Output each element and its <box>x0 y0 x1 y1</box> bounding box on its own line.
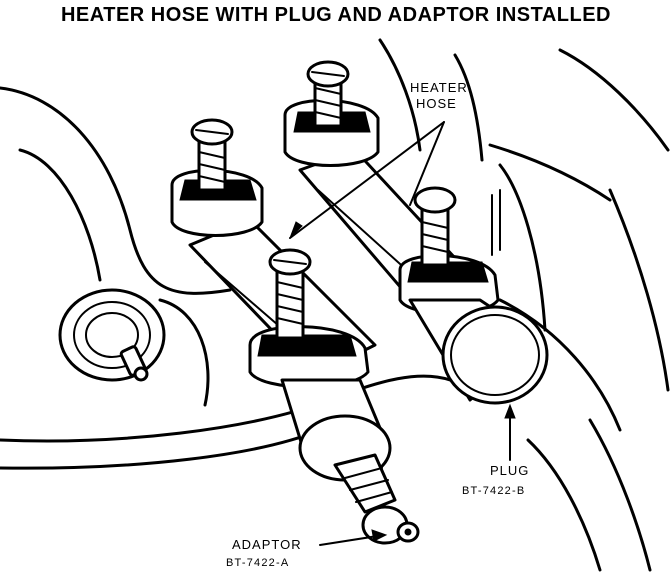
leader-lines <box>289 121 516 546</box>
diagram-title: HEATER HOSE WITH PLUG AND ADAPTOR INSTAL… <box>60 4 611 26</box>
adaptor-fitting <box>248 248 420 545</box>
hose-clamp-top-left <box>170 118 264 237</box>
heater-hose-label-line2: HOSE <box>416 96 457 111</box>
heater-hose-label-line1: HEATER <box>410 80 468 95</box>
plug-part-number: BT-7422-B <box>462 485 525 497</box>
hose-clamp-top-right <box>283 60 380 167</box>
adaptor-part-number: BT-7422-A <box>226 557 289 569</box>
mounting-boss <box>58 288 166 382</box>
plug-label: PLUG <box>490 463 529 478</box>
adaptor-label: ADAPTOR <box>232 537 302 552</box>
plug-fitting <box>398 186 549 405</box>
